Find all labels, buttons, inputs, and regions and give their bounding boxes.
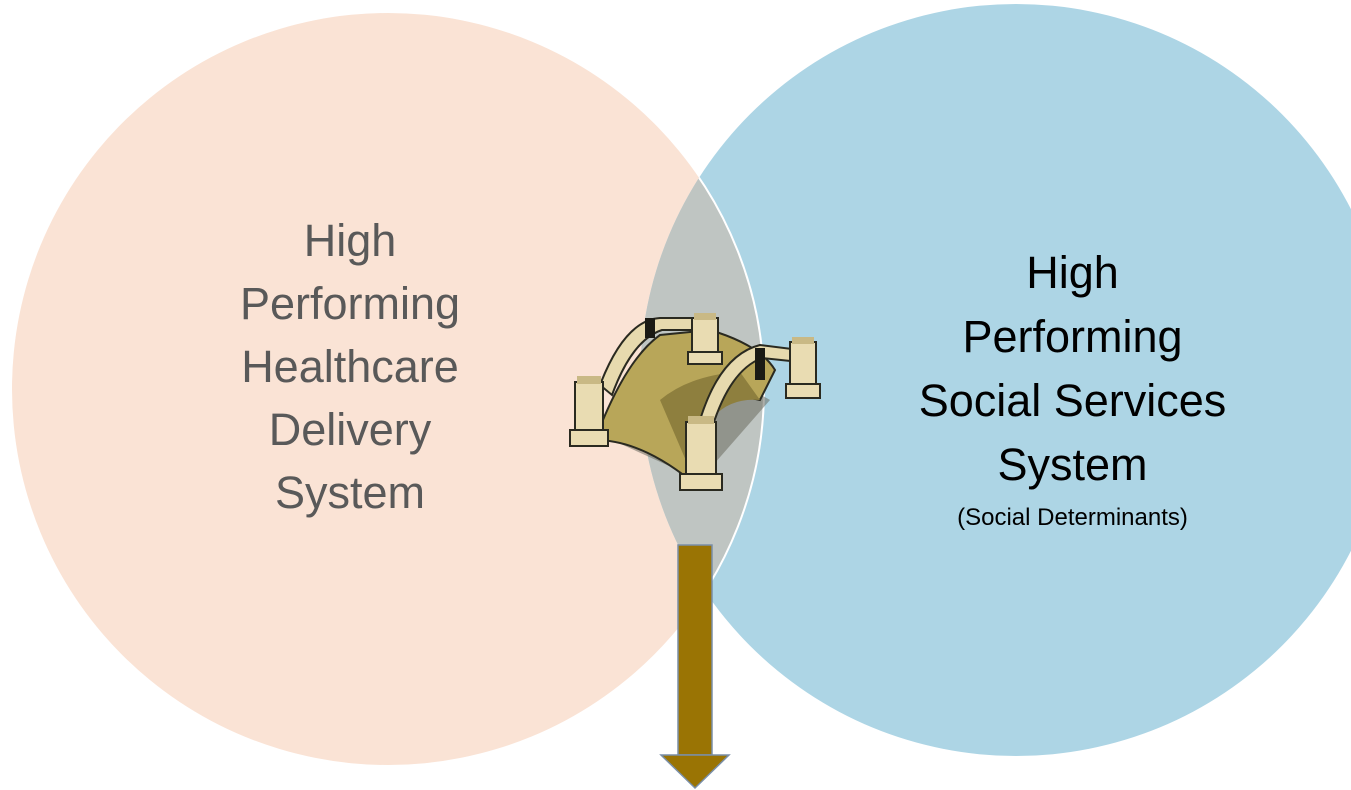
right-label-line: Social Services (918, 375, 1227, 426)
left-label-line: High (303, 215, 397, 266)
right-label-line: System (997, 439, 1148, 490)
left-circle-label: High Performing Healthcare Delivery Syst… (190, 218, 510, 533)
left-label-line: Delivery (268, 404, 432, 455)
left-circle (12, 13, 764, 765)
bridge-icon (569, 313, 821, 491)
down-arrow (659, 544, 731, 790)
right-label-line: High (1026, 247, 1119, 298)
right-label-subtitle: (Social Determinants) (957, 504, 1188, 531)
left-label-line: Performing (239, 278, 461, 329)
left-label-line: Healthcare (241, 341, 459, 392)
right-label-line: Performing (962, 311, 1183, 362)
right-circle (640, 4, 1351, 756)
left-label-line: System (274, 467, 426, 518)
right-circle-label: High Performing Social Services System (… (900, 250, 1245, 530)
